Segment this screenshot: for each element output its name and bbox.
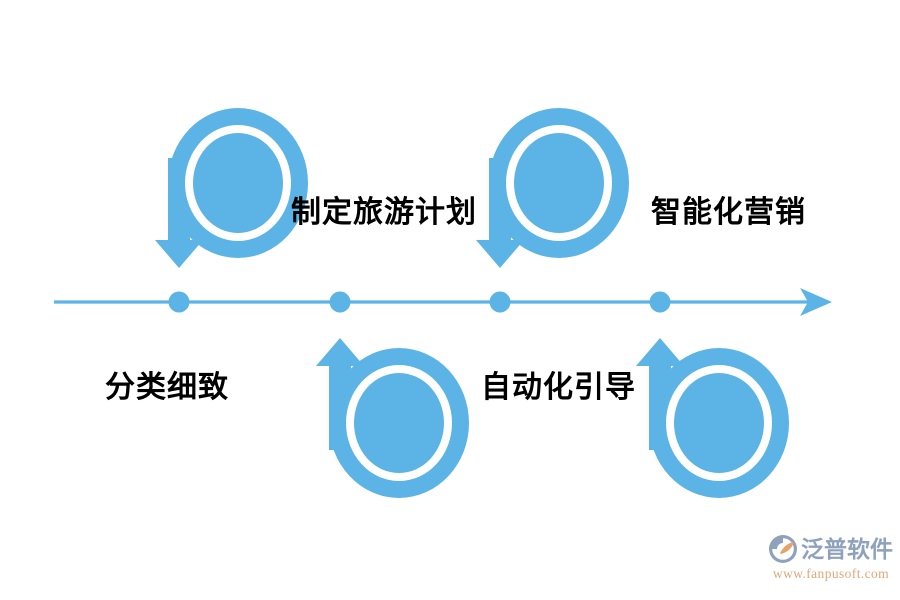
node-label-automation: 自动化引导: [481, 371, 636, 404]
marker-above-node-3: [476, 108, 629, 268]
node-label-plan: 制定旅游计划: [291, 196, 477, 229]
marker-above-node-1: [155, 108, 308, 268]
timeline-dot-4: [649, 291, 671, 313]
timeline-dot-2: [329, 291, 351, 313]
node-label-category: 分类细致: [105, 371, 229, 404]
timeline-axis-arrowhead: [800, 288, 832, 316]
timeline-dot-3: [489, 291, 511, 313]
marker-below-node-2: [316, 338, 469, 498]
watermark: 泛普软件 www.fanpusoft.com: [768, 533, 894, 588]
fanpu-swoosh-logo-icon: [769, 535, 797, 563]
marker-below-node-4: [636, 338, 789, 498]
watermark-brand-text: 泛普软件: [801, 535, 893, 562]
timeline-dot-1: [168, 291, 190, 313]
watermark-row: 泛普软件: [768, 533, 894, 565]
watermark-url-text: www.fanpusoft.com: [772, 566, 890, 581]
node-label-marketing: 智能化营销: [651, 196, 806, 229]
